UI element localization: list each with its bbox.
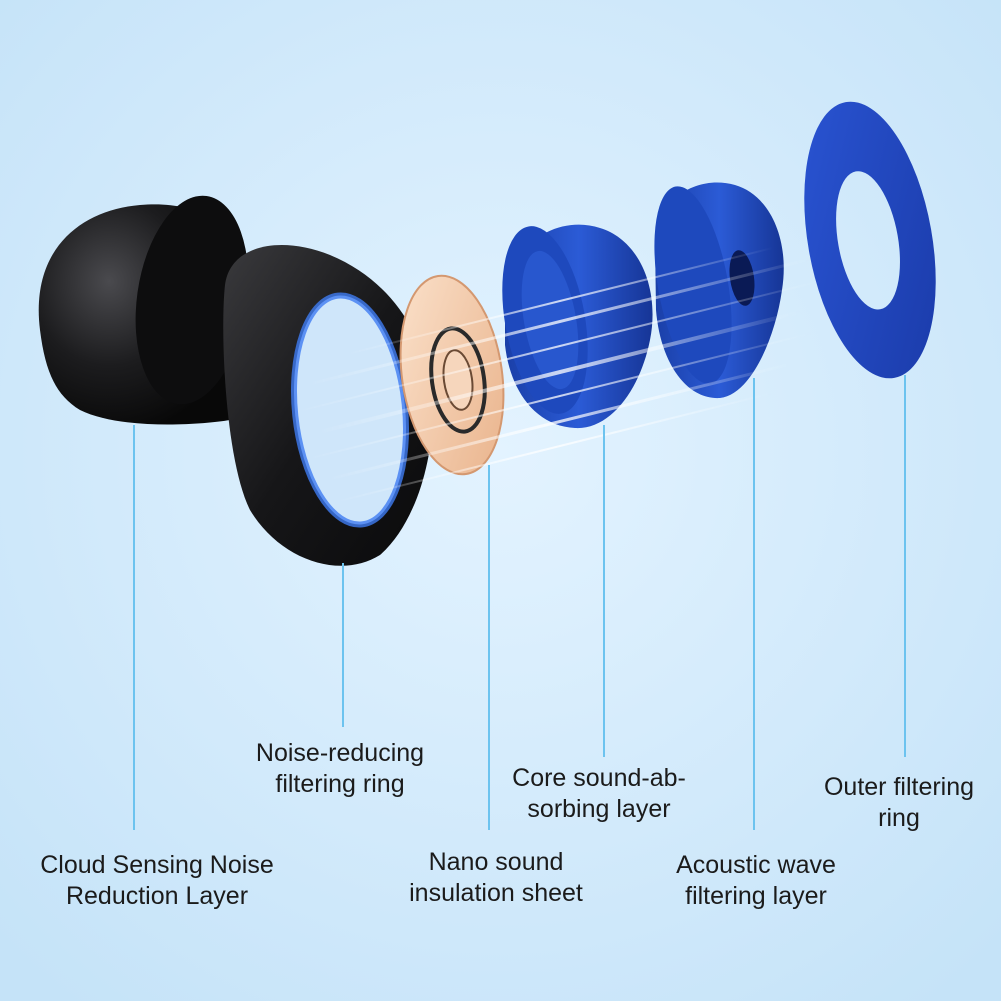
label-cloud-sensing-layer: Cloud Sensing Noise Reduction Layer (40, 851, 274, 910)
earplug-loop-icon (223, 245, 433, 566)
label-core-absorbing-layer: Core sound-ab- sorbing layer (512, 764, 686, 823)
flat-ring-icon (804, 101, 936, 379)
label-nano-insulation-sheet: Nano sound insulation sheet (409, 848, 583, 907)
earplug-tip-icon (38, 195, 249, 425)
label-acoustic-filter-layer: Acoustic wave filtering layer (676, 851, 836, 910)
peach-disc-icon (399, 274, 505, 476)
leader-lines (133, 375, 906, 830)
label-outer-filter-ring: Outer filtering ring (823, 773, 975, 832)
sound-beam-effect (297, 246, 823, 503)
label-noise-reducing-ring: Noise-reducing filtering ring (255, 739, 425, 798)
